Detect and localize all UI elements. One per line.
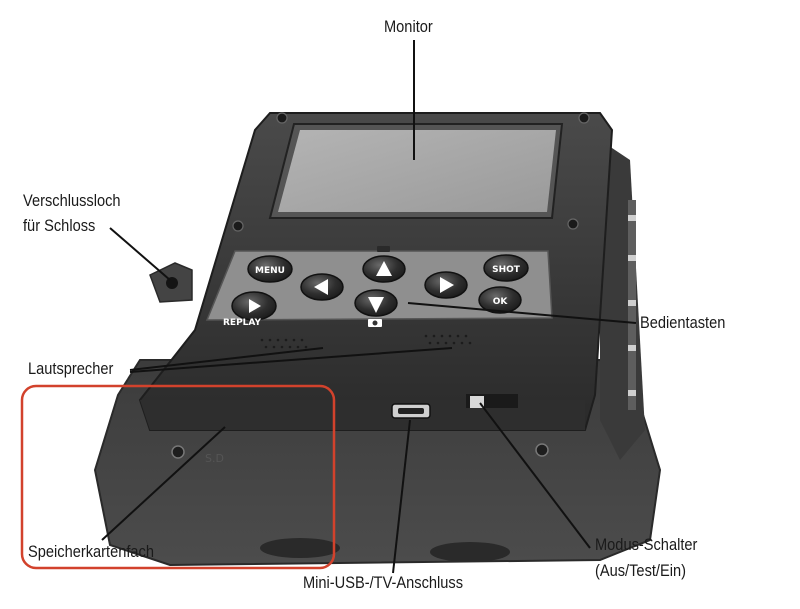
memory-card-leader-line (101, 426, 226, 541)
mini-usb-label: Mini-USB-/TV-Anschluss (303, 573, 464, 592)
lock-hole-leader-line (109, 227, 171, 281)
left-arrow-icon (314, 279, 328, 295)
replay-button-label: REPLAY (223, 318, 262, 328)
down-arrow-icon (368, 297, 384, 313)
ok-button-label: OK (493, 297, 509, 307)
video-icon (377, 246, 390, 252)
menu-button: MENU (247, 255, 293, 283)
replay-button: REPLAY (223, 291, 277, 328)
up-arrow-icon (376, 261, 392, 276)
keypad (205, 250, 553, 321)
control-buttons-label: Bedientasten (640, 313, 726, 332)
down-button (354, 289, 398, 327)
ok-button: OK (478, 286, 522, 314)
leader-lines (101, 40, 637, 574)
shot-button: SHOT (483, 254, 529, 282)
right-arrow-icon (440, 277, 454, 293)
up-button (362, 246, 406, 283)
left-button (300, 273, 344, 301)
mode-switch-label-line2: (Aus/Test/Ein) (595, 561, 686, 580)
screw-icon (276, 112, 288, 124)
screw-icon (232, 220, 244, 232)
svg-text:S.D: S.D (205, 452, 224, 465)
memory-card-slot-label: Speicherkartenfach (28, 542, 154, 561)
shot-button-label: SHOT (492, 265, 521, 275)
speaker-grill-right (424, 334, 472, 345)
control-buttons-leader-line (407, 302, 637, 324)
speaker-leader-line-right (129, 347, 453, 373)
monitor-label: Monitor (384, 17, 433, 36)
right-button (424, 271, 468, 299)
screw-icon (578, 112, 590, 124)
mini-usb-port (391, 403, 431, 419)
play-icon (249, 299, 261, 313)
mode-switch-label-line1: Modus-Schalter (595, 535, 698, 554)
mode-switch (466, 394, 518, 408)
lock-hole-label-line2: für Schloss (23, 216, 96, 235)
speaker-grill-left (260, 338, 308, 349)
mode-switch-leader-line (479, 402, 591, 549)
speaker-label: Lautsprecher (28, 359, 114, 378)
monitor-screen (268, 123, 564, 219)
speaker-leader-line-left (129, 347, 324, 371)
menu-button-label: MENU (255, 266, 285, 276)
mini-usb-leader-line (392, 419, 411, 574)
lock-hole-label-line1: Verschlussloch (23, 191, 121, 210)
screw-icon (567, 218, 579, 230)
memory-card-highlight-box (20, 384, 336, 570)
